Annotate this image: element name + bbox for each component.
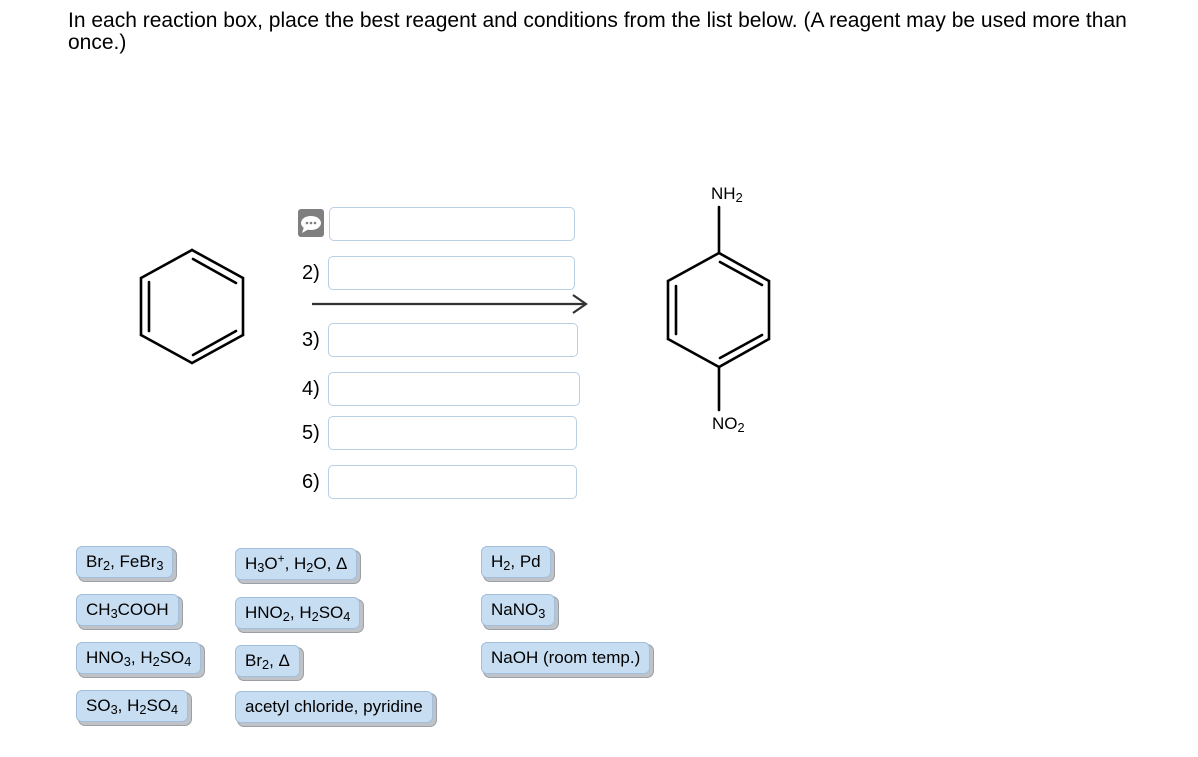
tile-text: O, Δ	[313, 554, 348, 573]
tile-sub: 2	[503, 558, 511, 574]
reagent-h3o-h2o-heat[interactable]: H3O+, H2O, Δ	[235, 548, 358, 580]
tile-text: Br	[245, 651, 262, 670]
slot-label-2: 2)	[302, 262, 320, 284]
no-text: NO	[712, 414, 738, 433]
reagent-drop-box-3[interactable]	[328, 323, 578, 357]
tile-text: , FeBr	[110, 552, 157, 571]
reaction-slot-1	[298, 207, 578, 243]
reagent-nano3[interactable]: NaNO3	[481, 594, 556, 626]
slot-label-5: 5)	[302, 422, 320, 444]
reaction-slot-4: 4)	[302, 372, 582, 408]
tile-text: SO	[318, 603, 344, 622]
tile-text: H	[491, 552, 504, 571]
tile-text: , Pd	[510, 552, 541, 571]
tile-text: SO	[146, 696, 172, 715]
tile-sub: 2	[152, 654, 160, 670]
tile-text: acetyl chloride, pyridine	[245, 697, 423, 716]
tile-sub: 3	[110, 606, 118, 622]
slot-label-6: 6)	[302, 471, 320, 493]
amino-group-label: NH2	[711, 184, 743, 204]
reagent-br2-febr3[interactable]: Br2, FeBr3	[76, 546, 174, 578]
tile-text: HNO	[86, 648, 124, 667]
tile-sub: 2	[306, 560, 314, 576]
tile-text: CH	[86, 600, 111, 619]
tile-text: , Δ	[269, 651, 290, 670]
tile-text: Br	[86, 552, 103, 571]
tile-sub: 2	[139, 702, 147, 718]
instructions-text: In each reaction box, place the best rea…	[68, 9, 1127, 54]
reagent-hno2-h2so4[interactable]: HNO2, H2SO4	[235, 597, 361, 629]
tile-text: O	[264, 554, 278, 573]
tile-text: SO	[86, 696, 111, 715]
reagent-drop-box-2[interactable]	[328, 256, 575, 290]
reagent-acetyl-chloride-pyridine[interactable]: acetyl chloride, pyridine	[235, 691, 433, 723]
reagent-drop-box-4[interactable]	[328, 372, 580, 406]
tile-sub: 4	[171, 702, 179, 718]
reagent-naoh-room-temp[interactable]: NaOH (room temp.)	[481, 642, 651, 674]
reaction-slot-3: 3)	[302, 323, 582, 359]
p-nitroaniline-product	[666, 205, 771, 412]
slot-label-3: 3)	[302, 329, 320, 351]
tile-sub: 3	[156, 558, 164, 574]
tile-sub: 3	[110, 702, 118, 718]
slot-label-4: 4)	[302, 378, 320, 400]
reagent-hno3-h2so4[interactable]: HNO3, H2SO4	[76, 642, 202, 674]
tile-text: , H	[117, 696, 140, 715]
tile-text: , H	[130, 648, 153, 667]
tile-sub: 2	[262, 657, 270, 673]
tile-text: COOH	[117, 600, 169, 619]
reaction-slot-2: 2)	[302, 256, 582, 292]
speech-bubble-icon[interactable]	[298, 209, 324, 237]
reaction-arrow	[312, 294, 588, 314]
tile-text: HNO	[245, 603, 283, 622]
tile-sup: +	[277, 551, 285, 566]
tile-text: NaNO	[491, 600, 539, 619]
tile-sub: 2	[103, 558, 111, 574]
reagent-drop-box-6[interactable]	[328, 465, 577, 499]
tile-text: , H	[284, 554, 307, 573]
nitro-group-label: NO2	[712, 414, 745, 434]
reaction-slot-6: 6)	[302, 465, 582, 501]
tile-sub: 4	[184, 654, 192, 670]
benzene-reactant	[139, 248, 245, 365]
reagent-br2-heat[interactable]: Br2, Δ	[235, 645, 300, 677]
tile-sub: 4	[343, 609, 351, 625]
reagent-h2-pd[interactable]: H2, Pd	[481, 546, 551, 578]
tile-sub: 3	[123, 654, 131, 670]
tile-text: NaOH (room temp.)	[491, 648, 641, 667]
reagent-drop-box-5[interactable]	[328, 416, 577, 450]
tile-sub: 2	[282, 609, 290, 625]
nh-subscript: 2	[735, 190, 743, 206]
reagent-drop-box-1[interactable]	[329, 207, 575, 241]
tile-text: , H	[289, 603, 312, 622]
tile-text: SO	[159, 648, 185, 667]
tile-text: H	[245, 554, 258, 573]
reagent-ch3cooh[interactable]: CH3COOH	[76, 594, 179, 626]
reagent-so3-h2so4[interactable]: SO3, H2SO4	[76, 690, 189, 722]
reaction-slot-5: 5)	[302, 416, 582, 452]
tile-sub: 3	[538, 606, 546, 622]
nh-text: NH	[711, 184, 736, 203]
tile-sub: 2	[311, 609, 319, 625]
tile-sub: 3	[257, 560, 265, 576]
no-subscript: 2	[737, 420, 745, 436]
